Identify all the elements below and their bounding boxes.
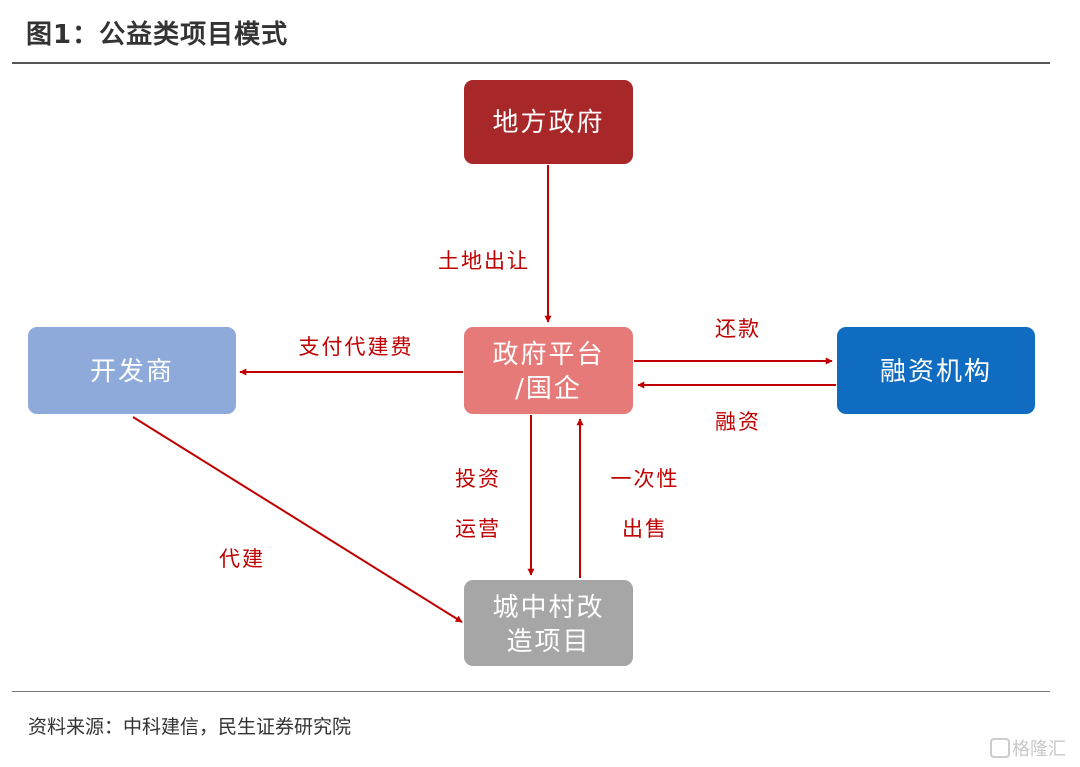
- node-platform-box: [464, 327, 633, 414]
- bottom-divider: [12, 691, 1050, 692]
- node-developer: 开发商: [28, 327, 236, 414]
- node-developer-box: [28, 327, 236, 414]
- arrow-agent-build: [132, 416, 463, 623]
- watermark: 格隆汇: [990, 735, 1066, 761]
- node-urban-village-project-label-line1: 城中村改: [492, 593, 604, 623]
- node-developer-label: 开发商: [90, 357, 174, 387]
- node-urban-village-project-label-line2: 造项目: [506, 627, 590, 657]
- node-financial-institution: 融资机构: [837, 327, 1035, 414]
- source-note: 资料来源：中科建信，民生证券研究院: [28, 716, 352, 738]
- node-financial-institution-label: 融资机构: [880, 357, 992, 387]
- node-urban-village-project: 城中村改 造项目: [464, 580, 633, 666]
- node-local-government: 地方政府: [464, 80, 633, 164]
- watermark-text: 格隆汇: [1012, 739, 1066, 760]
- label-financing: 融资: [715, 410, 761, 434]
- figure-title: 图1：公益类项目模式: [26, 20, 289, 50]
- label-sale-line1: 一次性: [611, 467, 680, 491]
- label-land-transfer: 土地出让: [438, 249, 530, 273]
- node-financial-institution-box: [837, 327, 1035, 414]
- label-invest-line2: 运营: [455, 517, 501, 541]
- label-agent-build: 代建: [219, 547, 265, 571]
- label-pay-build-fee: 支付代建费: [299, 335, 414, 359]
- node-local-government-box: [464, 80, 633, 164]
- label-repay: 还款: [715, 317, 761, 341]
- node-local-government-label: 地方政府: [492, 108, 604, 138]
- node-urban-village-project-box: [464, 580, 633, 666]
- label-sale-line2: 出售: [622, 517, 668, 541]
- node-platform-label-line2: /国企: [515, 374, 582, 404]
- node-platform: 政府平台 /国企: [464, 327, 633, 414]
- label-invest-line1: 投资: [455, 467, 501, 491]
- node-platform-label-line1: 政府平台: [492, 340, 604, 370]
- top-divider: [12, 62, 1050, 64]
- watermark-logo-icon: [990, 738, 1010, 758]
